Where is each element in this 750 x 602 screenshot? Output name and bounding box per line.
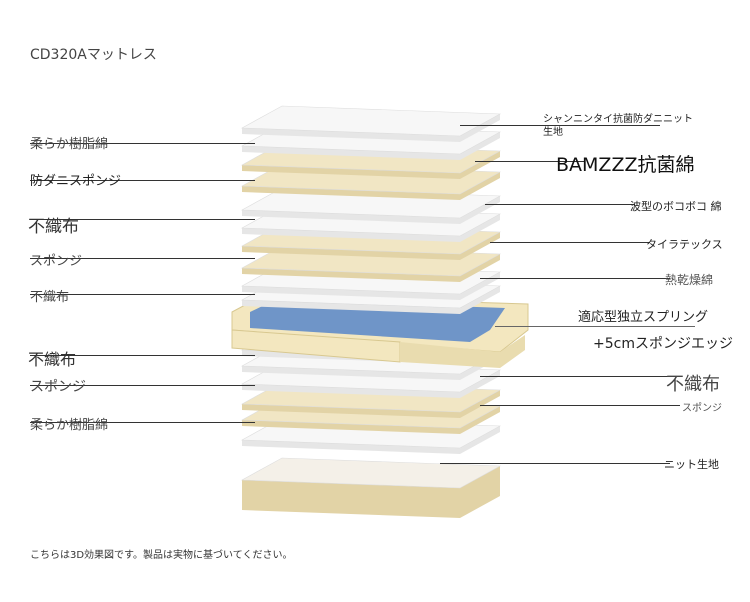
left-label-8: 柔らか樹脂綿 bbox=[30, 418, 109, 433]
left-label-1: 柔らか樹脂綿 bbox=[30, 137, 109, 152]
left-label-4: スポンジ bbox=[30, 254, 83, 269]
right-label-1: シャンニンタイ抗菌防ダニニット生地 bbox=[543, 114, 693, 138]
right-label-3: 波型のボコボコ 綿 bbox=[630, 200, 722, 213]
right-label-10: ニット生地 bbox=[664, 458, 719, 471]
left-label-2: 防ダニスポンジ bbox=[30, 174, 122, 189]
left-label-7: スポンジ bbox=[30, 379, 86, 395]
right-label-8: 不織布 bbox=[666, 374, 720, 395]
base-layer bbox=[240, 457, 502, 518]
page-title: CD320Aマットレス bbox=[30, 47, 157, 63]
left-label-3: 不織布 bbox=[28, 217, 79, 237]
right-label-6: 適応型独立スプリング bbox=[578, 310, 709, 325]
left-label-6: 不織布 bbox=[28, 350, 77, 369]
right-label-9: スポンジ bbox=[682, 403, 722, 414]
footnote: こちらは3D効果図です。製品は実物に基づいてください。 bbox=[30, 550, 293, 561]
left-label-5: 不織布 bbox=[30, 290, 70, 305]
right-label-4: タイラテックス bbox=[646, 238, 723, 251]
layer-upper-9 bbox=[240, 105, 502, 142]
right-label-7: +5cmスポンジエッジ bbox=[593, 336, 733, 352]
right-label-2: BAMZZZ抗菌綿 bbox=[556, 154, 695, 176]
right-label-5: 熱乾燥綿 bbox=[665, 273, 714, 287]
